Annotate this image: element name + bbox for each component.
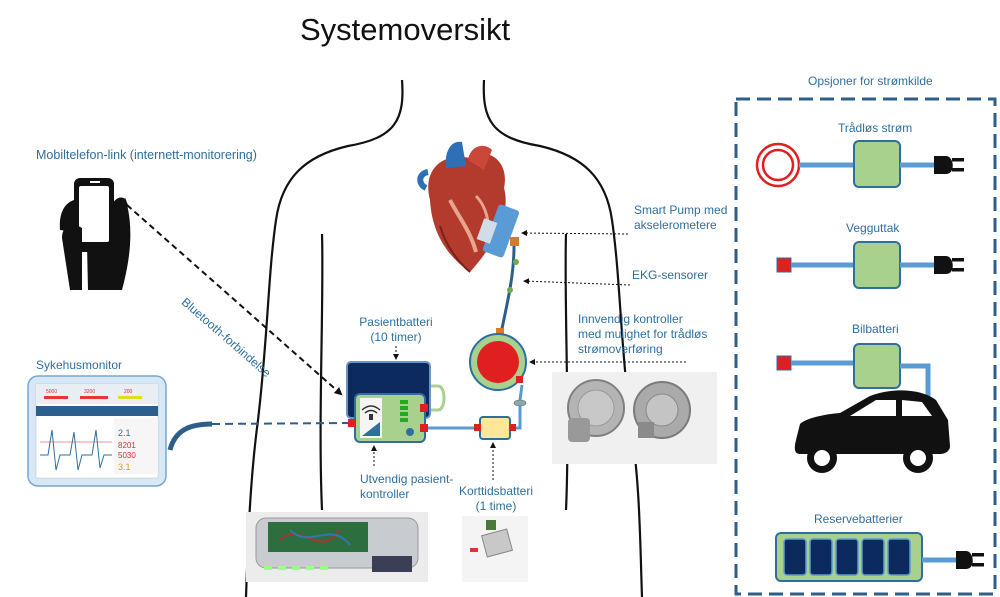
power-option-car xyxy=(776,343,950,473)
monitor-cable xyxy=(167,421,213,451)
hospital-monitor: 2.1 8201 5030 3.1 5000 3200 200 xyxy=(27,375,167,487)
phone-hand-icon xyxy=(59,178,131,290)
monitor-readout-2: 8201 xyxy=(118,441,136,450)
mobile-link-label: Mobiltelefon-link (internett-monitorerin… xyxy=(36,148,257,162)
power-options-heading: Opsjoner for strømkilde xyxy=(808,74,933,88)
monitor-top-value-3: 200 xyxy=(124,389,133,395)
internal-device-photo xyxy=(552,372,717,464)
hospital-monitor-label: Sykehusmonitor xyxy=(36,358,123,372)
wireless-power-label: Trådløs strøm xyxy=(838,121,913,135)
monitor-readout-4: 3.1 xyxy=(118,462,131,472)
external-controller xyxy=(348,393,428,443)
ekg-sensors-label: EKG-sensorer xyxy=(632,268,709,282)
short-term-battery xyxy=(474,416,516,440)
external-controller-photo xyxy=(246,512,428,582)
internal-controller xyxy=(469,333,527,391)
smart-pump-label: Smart Pump med akselerometere xyxy=(634,203,728,232)
monitor-top-value-1: 5000 xyxy=(46,389,57,395)
plug-icon xyxy=(934,256,964,274)
short-battery-photo xyxy=(462,516,528,582)
power-option-wall xyxy=(776,241,964,289)
smart-pump xyxy=(476,204,520,339)
reserve-batteries-label: Reservebatterier xyxy=(814,512,903,526)
patient-battery-label: Pasientbatteri (10 timer) xyxy=(359,315,433,344)
wall-outlet-label: Vegguttak xyxy=(846,221,900,235)
bluetooth-connection-line xyxy=(119,198,343,396)
power-option-reserve xyxy=(775,532,984,582)
short-battery-label: Korttidsbatteri (1 time) xyxy=(458,484,534,513)
internal-controller-label: Innvendig kontroller med mulighet for tr… xyxy=(578,312,708,356)
car-icon xyxy=(794,390,950,473)
plug-icon xyxy=(956,551,984,569)
monitor-top-value-2: 3200 xyxy=(84,389,95,395)
page-title: Systemoversikt xyxy=(300,12,511,47)
power-option-wireless xyxy=(755,140,964,188)
monitor-readout-3: 5030 xyxy=(118,451,136,460)
external-controller-label: Utvendig pasient- kontroller xyxy=(360,472,454,501)
plug-icon xyxy=(934,156,964,174)
car-battery-label: Bilbatteri xyxy=(852,322,899,336)
power-options-frame xyxy=(734,97,997,596)
monitor-readout-1: 2.1 xyxy=(118,428,131,438)
